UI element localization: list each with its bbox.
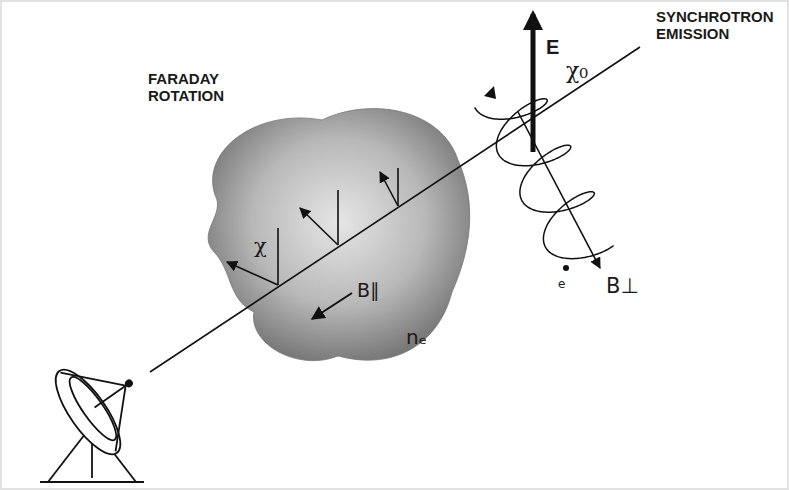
parallel-field-arrow [312, 293, 352, 319]
helix-arrowhead [484, 86, 496, 99]
perpendicular-field-arrow [518, 112, 600, 268]
electron-helix [475, 86, 614, 259]
text-label: e [558, 278, 574, 292]
text-label: E [546, 36, 570, 59]
text-label: χ [254, 234, 274, 258]
electron-dot [563, 265, 569, 271]
plasma-cloud [208, 109, 470, 361]
text-label: χ₀ [566, 58, 600, 83]
text-label: FARADAY ROTATION [148, 70, 260, 105]
electric-field-arrow [531, 14, 536, 152]
text-label: B⊥ [606, 274, 642, 298]
text-label: SYNCHROTRON EMISSION [656, 8, 782, 43]
text-label: nₑ [406, 326, 440, 349]
helix-path [475, 99, 614, 259]
radio-telescope [40, 341, 160, 482]
polarisation-vectors [227, 168, 398, 285]
text-label: B∥ [357, 280, 393, 302]
